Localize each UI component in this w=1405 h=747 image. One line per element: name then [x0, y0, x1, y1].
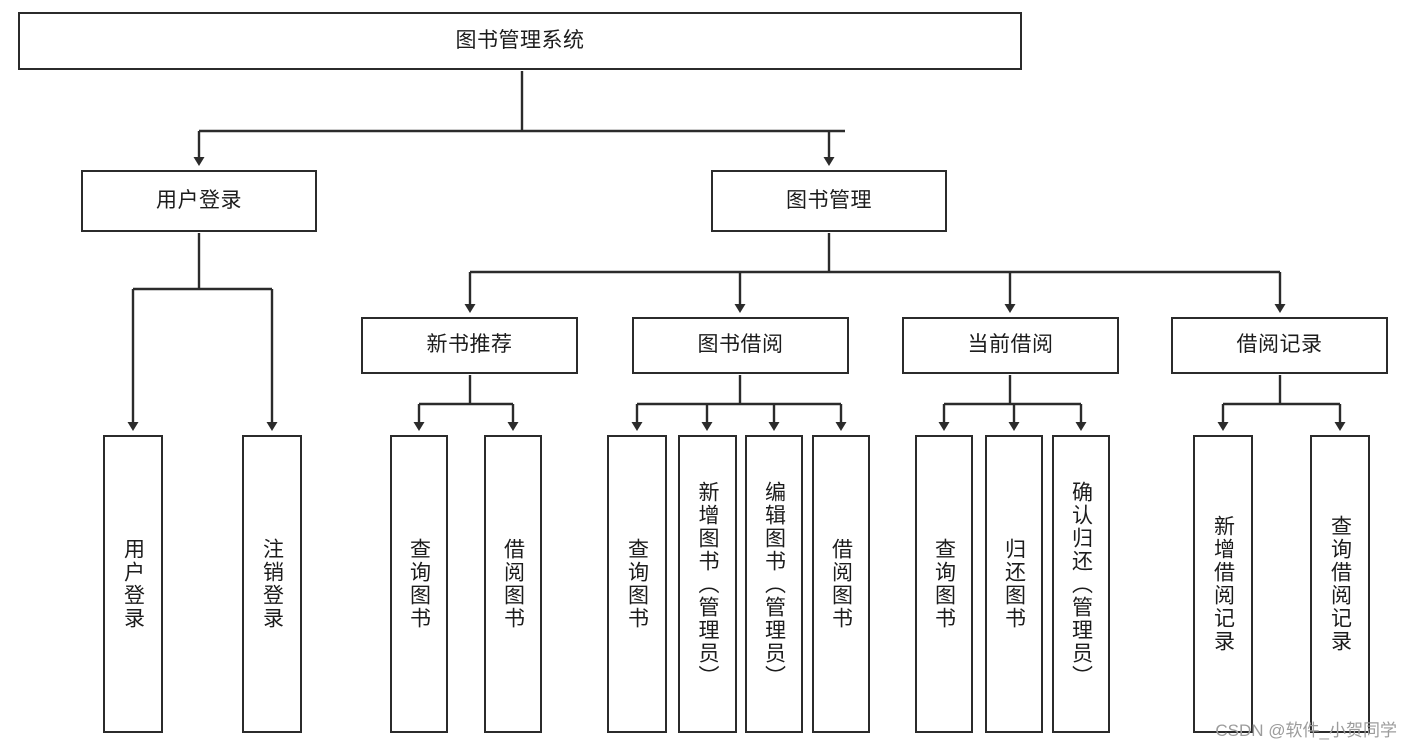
node-leaf-query-book-1-label: 查询图书: [407, 538, 431, 630]
node-root-label: 图书管理系统: [455, 28, 585, 52]
node-book-borrow[interactable]: 图书借阅: [632, 317, 849, 374]
node-root[interactable]: 图书管理系统: [18, 12, 1022, 70]
node-leaf-add-borrow-record[interactable]: 新增借阅记录: [1193, 435, 1253, 733]
node-leaf-query-book-2[interactable]: 查询图书: [607, 435, 667, 733]
node-leaf-edit-book[interactable]: 编辑图书（管理员）: [745, 435, 803, 733]
node-leaf-return-book-label: 归还图书: [1002, 538, 1026, 630]
node-borrow-record-label: 借阅记录: [1236, 333, 1323, 357]
node-leaf-user-login-label: 用户登录: [121, 538, 145, 630]
node-leaf-borrow-book-2[interactable]: 借阅图书: [812, 435, 870, 733]
node-new-book-recommend-label: 新书推荐: [426, 333, 513, 357]
node-leaf-borrow-book-1[interactable]: 借阅图书: [484, 435, 542, 733]
node-leaf-query-borrow-record[interactable]: 查询借阅记录: [1310, 435, 1370, 733]
node-leaf-query-borrow-record-label: 查询借阅记录: [1328, 515, 1352, 653]
node-book-manage[interactable]: 图书管理: [711, 170, 947, 232]
node-leaf-user-logout-label: 注销登录: [260, 538, 284, 630]
node-user-login-label: 用户登录: [156, 188, 242, 212]
node-leaf-user-logout[interactable]: 注销登录: [242, 435, 302, 733]
node-current-borrow[interactable]: 当前借阅: [902, 317, 1119, 374]
node-leaf-add-borrow-record-label: 新增借阅记录: [1211, 515, 1235, 653]
node-leaf-add-book[interactable]: 新增图书（管理员）: [678, 435, 737, 733]
csdn-watermark: CSDN @软件_小贺同学: [1215, 721, 1397, 740]
node-book-borrow-label: 图书借阅: [697, 333, 784, 357]
node-borrow-record[interactable]: 借阅记录: [1171, 317, 1388, 374]
node-leaf-confirm-return-label: 确认归还（管理员）: [1069, 480, 1093, 688]
node-leaf-query-book-2-label: 查询图书: [625, 538, 649, 630]
node-leaf-borrow-book-1-label: 借阅图书: [501, 538, 525, 630]
node-new-book-recommend[interactable]: 新书推荐: [361, 317, 578, 374]
node-user-login[interactable]: 用户登录: [81, 170, 317, 232]
node-leaf-add-book-label: 新增图书（管理员）: [696, 480, 719, 688]
node-leaf-borrow-book-2-label: 借阅图书: [829, 538, 853, 630]
node-leaf-edit-book-label: 编辑图书（管理员）: [762, 480, 786, 688]
node-leaf-query-book-3-label: 查询图书: [932, 538, 956, 630]
node-leaf-confirm-return[interactable]: 确认归还（管理员）: [1052, 435, 1110, 733]
node-book-manage-label: 图书管理: [786, 188, 872, 212]
node-current-borrow-label: 当前借阅: [967, 333, 1054, 357]
node-leaf-user-login[interactable]: 用户登录: [103, 435, 163, 733]
node-leaf-return-book[interactable]: 归还图书: [985, 435, 1043, 733]
node-leaf-query-book-3[interactable]: 查询图书: [915, 435, 973, 733]
node-leaf-query-book-1[interactable]: 查询图书: [390, 435, 448, 733]
